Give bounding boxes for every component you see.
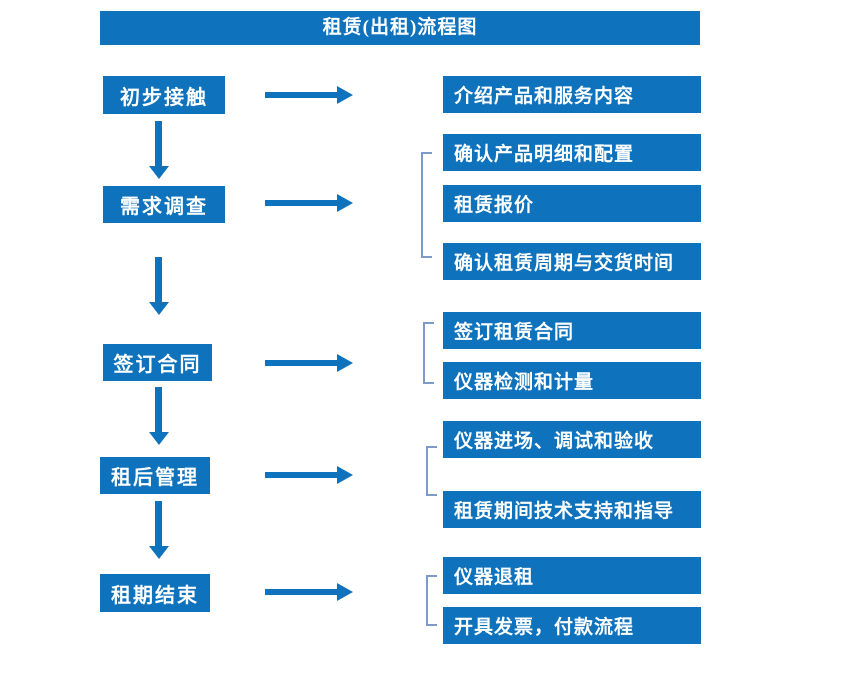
stage-box-sign-contract: 签订合同 (103, 344, 212, 381)
detail-box-instrument-inspection-metering: 仪器检测和计量 (443, 362, 701, 399)
group-bracket-post-rental-management (426, 446, 437, 496)
flowchart-title: 租赁(出租)流程图 (100, 11, 700, 45)
detail-box-technical-support-guidance: 租赁期间技术支持和指导 (443, 491, 701, 528)
group-bracket-demand-survey (421, 152, 432, 258)
right-arrow-icon-stage1 (265, 92, 337, 98)
detail-box-invoice-payment-process: 开具发票，付款流程 (443, 607, 701, 644)
down-arrow-icon-stage4-to-stage5 (155, 501, 162, 546)
stage-box-initial-contact: 初步接触 (103, 76, 225, 114)
stage-box-rental-end: 租期结束 (100, 574, 210, 612)
detail-box-introduce-products-services: 介绍产品和服务内容 (443, 76, 701, 113)
detail-box-instrument-arrival-debug-acceptance: 仪器进场、调试和验收 (443, 421, 701, 458)
detail-box-confirm-product-details-config: 确认产品明细和配置 (443, 134, 701, 171)
detail-box-sign-rental-contract: 签订租赁合同 (443, 312, 701, 349)
down-arrow-icon-stage2-to-stage3 (155, 257, 162, 302)
group-bracket-rental-end (426, 575, 437, 626)
down-arrow-icon-stage3-to-stage4 (155, 387, 162, 432)
detail-box-instrument-return: 仪器退租 (443, 557, 701, 594)
detail-box-confirm-rental-period-delivery: 确认租赁周期与交货时间 (443, 243, 701, 280)
group-bracket-sign-contract (423, 322, 434, 384)
down-arrow-icon-stage1-to-stage2 (155, 121, 162, 166)
right-arrow-icon-stage3 (265, 360, 337, 366)
detail-box-rental-quotation: 租赁报价 (443, 185, 701, 222)
right-arrow-icon-stage4 (265, 472, 337, 478)
stage-box-post-rental-management: 租后管理 (100, 457, 210, 494)
right-arrow-icon-stage2 (265, 200, 337, 206)
right-arrow-icon-stage5 (265, 589, 337, 595)
stage-box-demand-survey: 需求调查 (103, 186, 225, 223)
